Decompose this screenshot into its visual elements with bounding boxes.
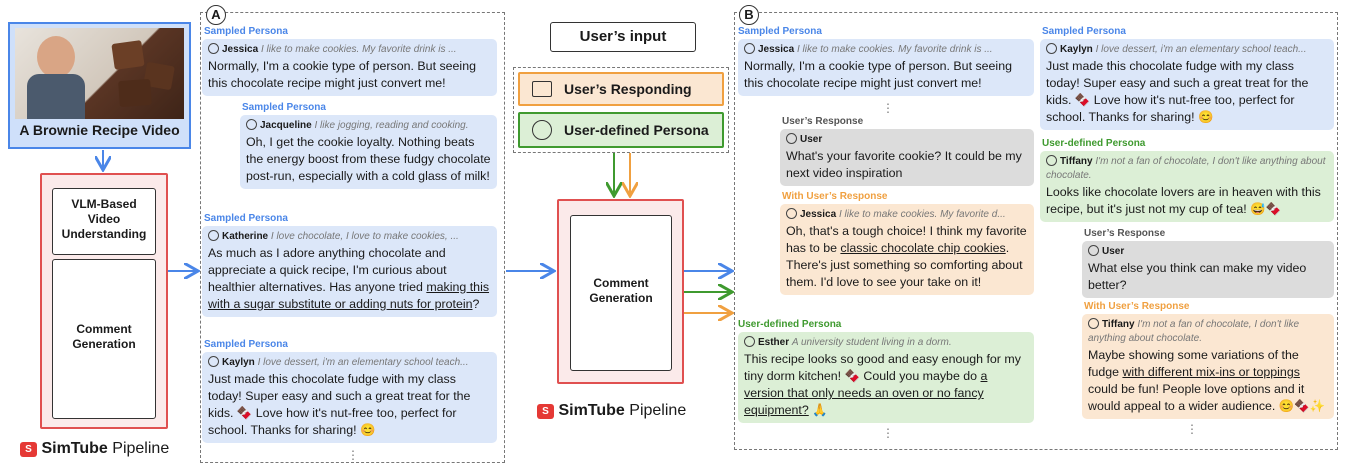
more-dots: ⋮ [882, 101, 894, 115]
pipeline-word: Pipeline [629, 402, 687, 419]
panel-b [734, 12, 1338, 450]
comment-text: Just made this chocolate fudge with my c… [1046, 59, 1309, 124]
comment-card-kaylyn-b: Kaylyn I love dessert, i'm an elementary… [1040, 39, 1334, 130]
user-icon [246, 119, 257, 130]
vlm-understanding-box: VLM-Based Video Understanding [52, 188, 156, 255]
user-icon [1088, 245, 1099, 256]
comment-card-jessica-b: Jessica I like to make cookies. My favor… [738, 39, 1034, 96]
comment-card-jacqueline: Jacqueline I like jogging, reading and c… [240, 115, 497, 189]
comment-text: Oh, that's a tough choice! I think my fa… [786, 224, 1027, 289]
users-response-label: User’s Response [1084, 228, 1166, 239]
user-icon [744, 336, 755, 347]
more-dots: ⋮ [882, 426, 894, 440]
comment-text: Normally, I'm a cookie type of person. B… [744, 59, 1012, 90]
sampled-persona-label: Sampled Persona [204, 339, 288, 350]
simtube-logo: S [20, 442, 37, 457]
comment-text: Looks like chocolate lovers are in heave… [1046, 185, 1321, 216]
simtube-brand: SimTube [41, 440, 108, 457]
comment-generation-box-middle: Comment Generation [570, 215, 672, 371]
user-icon [786, 133, 797, 144]
comment-card-jessica: Jessica I like to make cookies. My favor… [202, 39, 497, 96]
comment-card-tiffany: Tiffany I'm not a fan of chocolate, I do… [1040, 151, 1334, 222]
sampled-persona-label: Sampled Persona [242, 102, 326, 113]
comment-text: Maybe showing some variations of the fud… [1088, 348, 1326, 413]
simtube-brand: SimTube [558, 402, 625, 419]
comment-card-esther: Esther A university student living in a … [738, 332, 1034, 423]
user-icon [1088, 318, 1099, 329]
simtube-pipeline-left: S SimTube Pipeline [20, 440, 169, 458]
comment-generation-box-left: Comment Generation [52, 259, 156, 419]
user-comment-1: User What's your favorite cookie? It cou… [780, 129, 1034, 186]
simtube-pipeline-middle: S SimTube Pipeline [537, 402, 686, 420]
video-thumbnail [15, 28, 184, 119]
comment-generation-label: Comment Generation [72, 322, 136, 351]
user-defined-persona-label: User-defined Persona [1042, 138, 1146, 149]
user-icon [1046, 43, 1057, 54]
comment-card-jessica-reply: Jessica I like to make cookies. My favor… [780, 204, 1034, 295]
user-icon [208, 356, 219, 367]
user-comment-2: User What else you think can make my vid… [1082, 241, 1334, 298]
comment-text: What's your favorite cookie? It could be… [786, 149, 1022, 180]
comment-text: This recipe looks so good and easy enoug… [744, 352, 1021, 417]
users-input-group [513, 67, 729, 153]
left-pipeline-box: VLM-Based Video Understanding Comment Ge… [40, 173, 168, 429]
comment-text: As much as I adore anything chocolate an… [208, 246, 490, 311]
comment-card-katherine: Katherine I love chocolate, I love to ma… [202, 226, 497, 317]
user-icon [744, 43, 755, 54]
video-title: A Brownie Recipe Video [19, 122, 180, 138]
sampled-persona-label: Sampled Persona [738, 26, 822, 37]
chat-icon [532, 81, 552, 97]
comment-generation-label: Comment Generation [589, 276, 653, 305]
simtube-logo: S [537, 404, 554, 419]
panel-a-badge: A [206, 5, 226, 25]
user-icon [208, 230, 219, 241]
users-responding-box: User’s Responding [518, 72, 724, 106]
more-dots: ⋮ [347, 448, 359, 462]
comment-text: Just made this chocolate fudge with my c… [208, 372, 471, 437]
user-icon [1046, 155, 1057, 166]
comment-card-kaylyn: Kaylyn I love dessert, i'm an elementary… [202, 352, 497, 443]
sampled-persona-label: Sampled Persona [204, 26, 288, 37]
with-users-response-label: With User’s Response [1084, 301, 1190, 312]
comment-text: Normally, I'm a cookie type of person. B… [208, 59, 476, 90]
sampled-persona-label: Sampled Persona [1042, 26, 1126, 37]
users-input-box: User’s input [550, 22, 696, 52]
comment-text: Oh, I get the cookie loyalty. Nothing be… [246, 135, 491, 183]
middle-pipeline-box: Comment Generation [557, 199, 684, 384]
panel-b-badge: B [739, 5, 759, 25]
with-users-response-label: With User’s Response [782, 191, 888, 202]
video-card: A Brownie Recipe Video [8, 22, 191, 149]
add-person-icon [532, 120, 552, 140]
sampled-persona-label: Sampled Persona [204, 213, 288, 224]
user-defined-persona-label: User-defined Persona [738, 319, 842, 330]
user-icon [208, 43, 219, 54]
users-response-label: User’s Response [782, 116, 864, 127]
comment-text: What else you think can make my video be… [1088, 261, 1307, 292]
pipeline-word: Pipeline [112, 440, 170, 457]
user-defined-persona-box: User-defined Persona [518, 112, 724, 148]
user-icon [786, 208, 797, 219]
more-dots: ⋮ [1186, 422, 1198, 436]
comment-card-tiffany-reply: Tiffany I'm not a fan of chocolate, I do… [1082, 314, 1334, 419]
